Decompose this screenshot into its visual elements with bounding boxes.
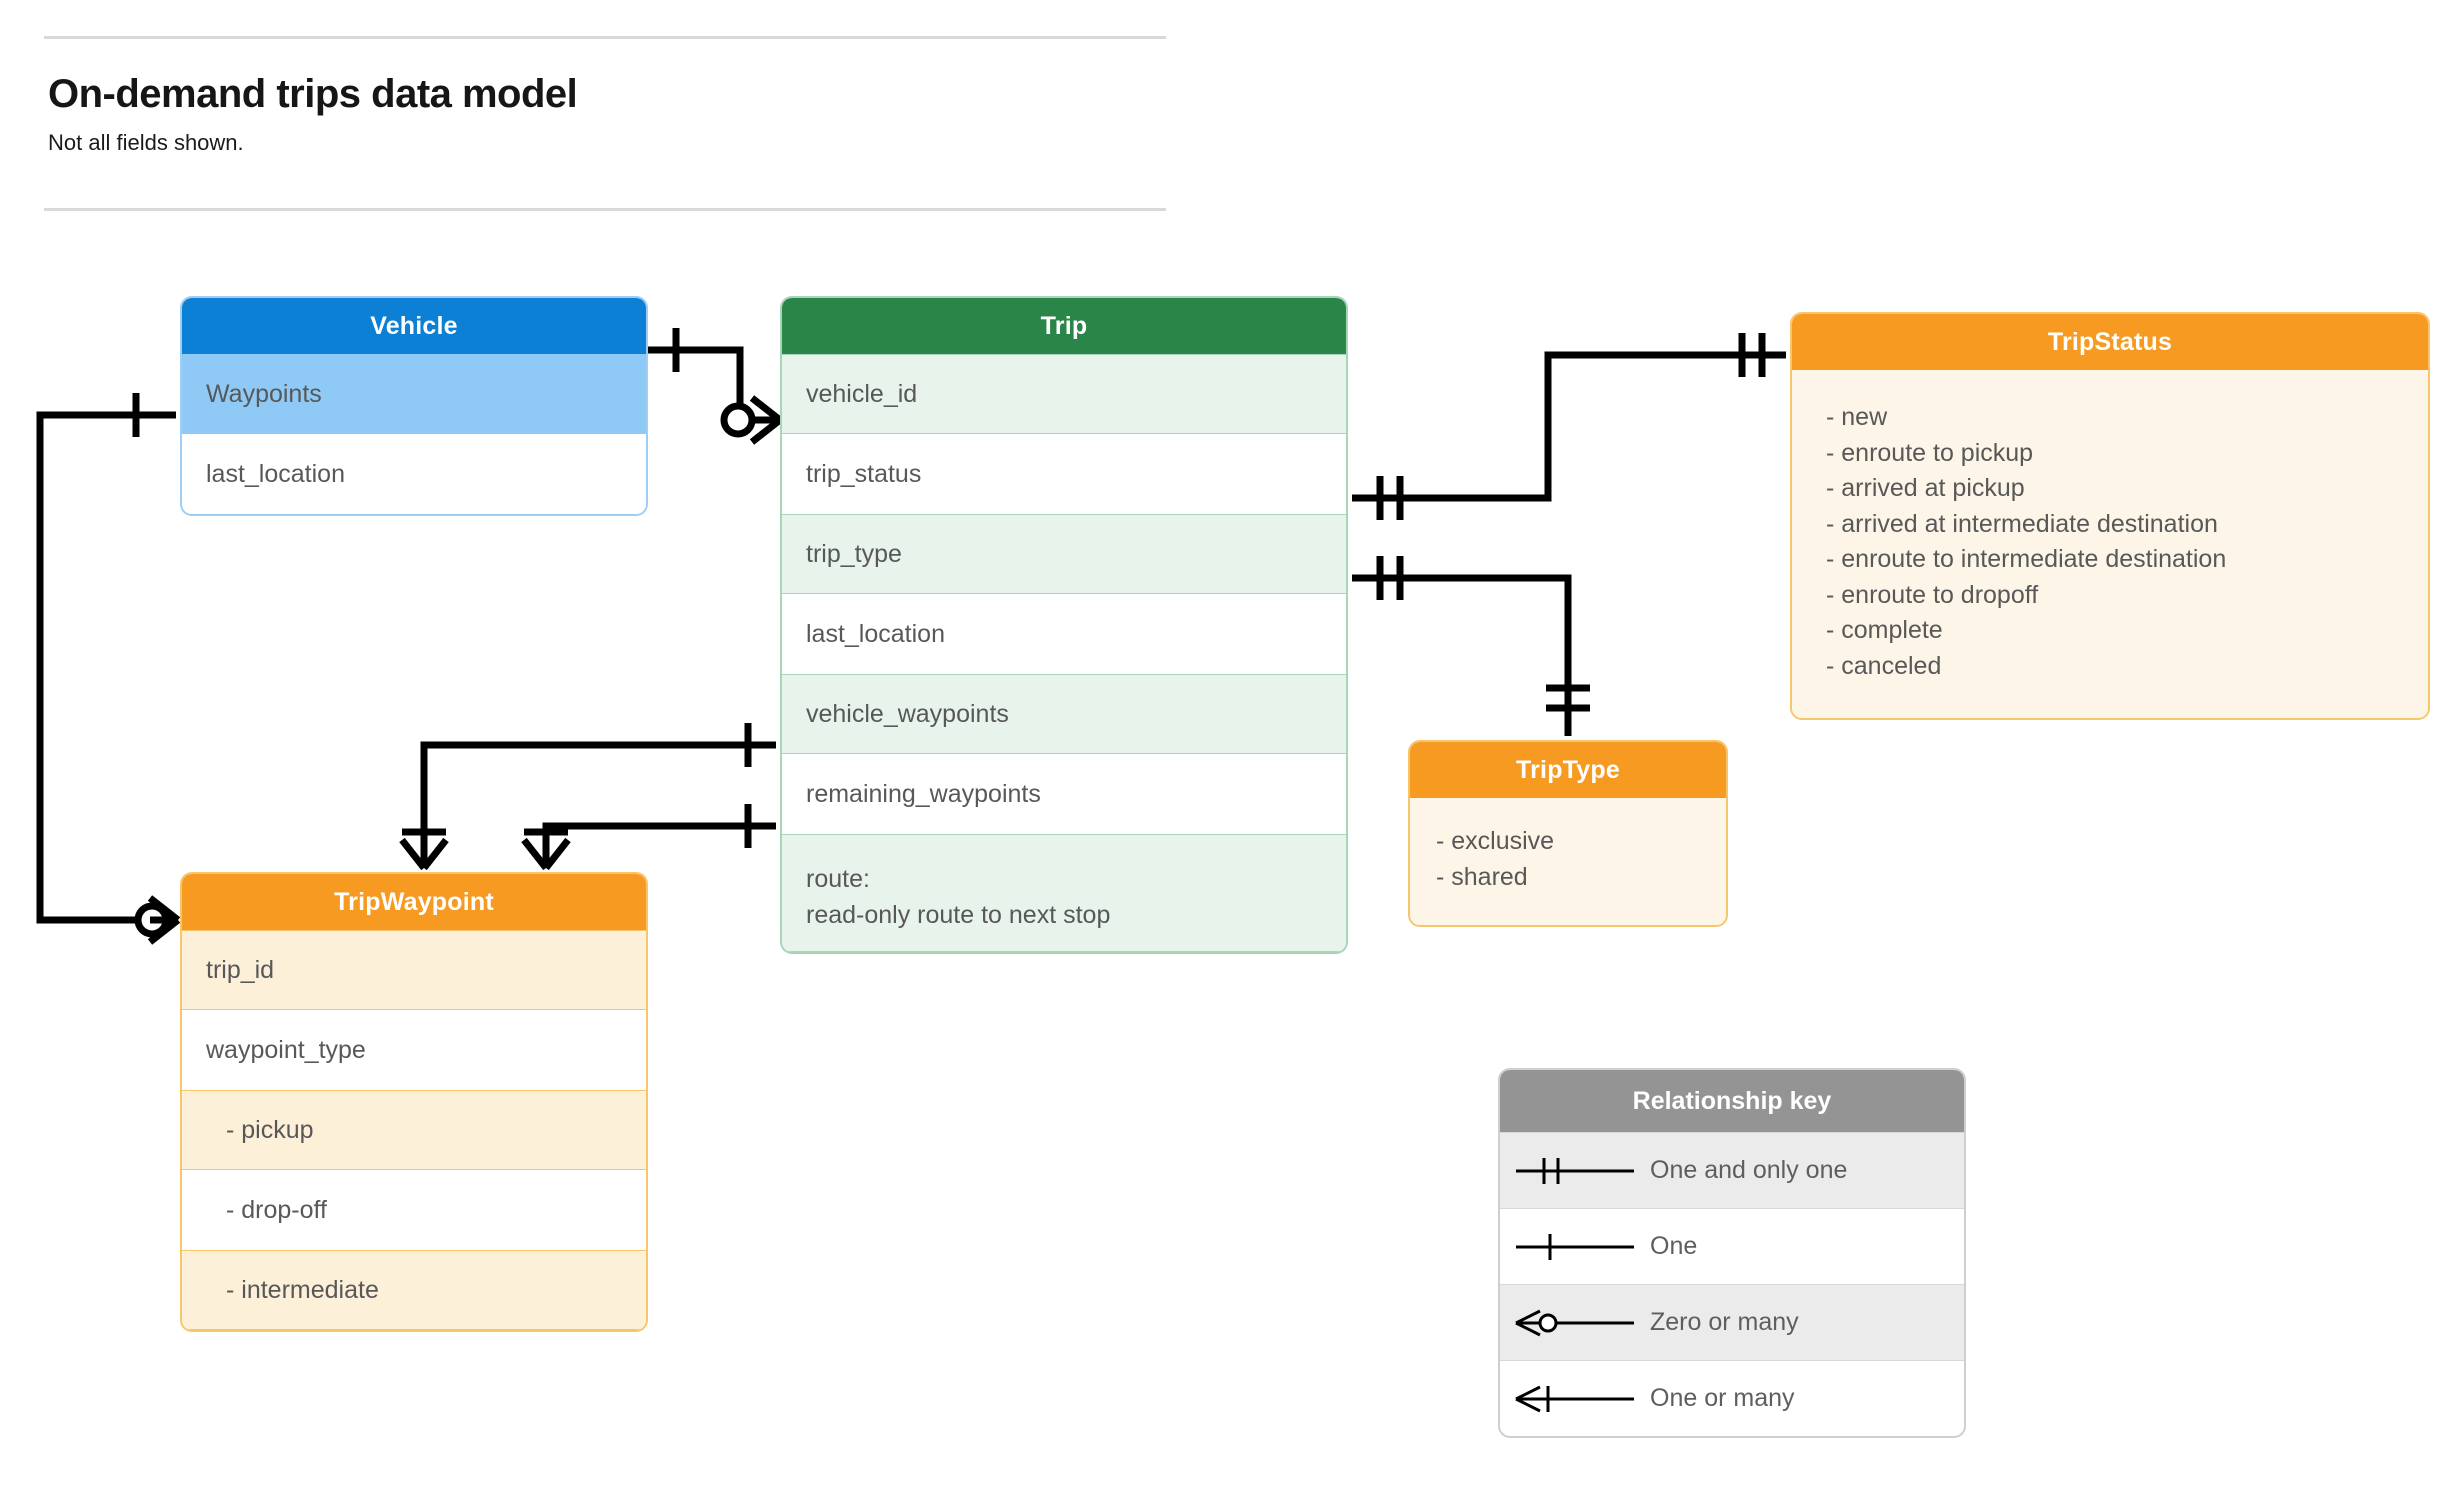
entity-trip-fields: vehicle_id trip_status trip_type last_lo…: [782, 354, 1346, 952]
entity-tripstatus[interactable]: TripStatus - new - enroute to pickup - a…: [1790, 312, 2430, 720]
enum-value: - arrived at pickup: [1826, 474, 2025, 502]
field-row-route[interactable]: route: read-only route to next stop: [782, 834, 1346, 952]
field-row[interactable]: last_location: [182, 434, 646, 514]
page-title: On-demand trips data model: [48, 72, 578, 116]
enum-value: - shared: [1436, 862, 1528, 891]
enum-value: - canceled: [1826, 651, 1942, 680]
field-row[interactable]: trip_type: [782, 514, 1346, 594]
field-row[interactable]: waypoint_type: [182, 1010, 646, 1090]
enum-value: - exclusive: [1436, 827, 1555, 855]
one-and-only-one-icon: [1500, 1151, 1650, 1191]
field-row[interactable]: remaining_waypoints: [782, 754, 1346, 834]
entity-trip-title: Trip: [782, 298, 1346, 354]
legend-label: One or many: [1650, 1384, 1795, 1412]
field-route-label: route:: [806, 865, 870, 893]
legend-label: One: [1650, 1232, 1698, 1260]
legend-label: One and only one: [1650, 1156, 1848, 1184]
field-row[interactable]: trip_id: [182, 930, 646, 1010]
entity-triptype-values: - exclusive - shared: [1410, 798, 1726, 925]
enum-value: - enroute to dropoff: [1826, 580, 2039, 609]
legend-row: One: [1500, 1208, 1964, 1284]
field-row[interactable]: last_location: [782, 594, 1346, 674]
field-row[interactable]: vehicle_waypoints: [782, 674, 1346, 754]
entity-triptype-title: TripType: [1410, 742, 1726, 798]
entity-vehicle[interactable]: Vehicle Waypoints last_location: [180, 296, 648, 516]
field-row[interactable]: trip_status: [782, 434, 1346, 514]
legend-label: Zero or many: [1650, 1308, 1799, 1336]
entity-tripwaypoint[interactable]: TripWaypoint trip_id waypoint_type - pic…: [180, 872, 648, 1332]
enum-value: - enroute to pickup: [1826, 438, 2034, 467]
entity-tripstatus-values: - new - enroute to pickup - arrived at p…: [1792, 370, 2428, 718]
enum-value: - enroute to intermediate destination: [1826, 545, 2227, 573]
relationship-key-panel: Relationship key One and only one: [1498, 1068, 1966, 1438]
legend-row: Zero or many: [1500, 1284, 1964, 1360]
field-row-enum[interactable]: - drop-off: [182, 1170, 646, 1250]
entity-triptype[interactable]: TripType - exclusive - shared: [1408, 740, 1728, 927]
enum-value: - complete: [1826, 616, 1943, 644]
one-icon: [1500, 1227, 1650, 1267]
field-route-description: read-only route to next stop: [806, 901, 1111, 930]
entity-vehicle-title: Vehicle: [182, 298, 646, 354]
one-or-many-icon: [1500, 1379, 1650, 1419]
entity-tripstatus-title: TripStatus: [1792, 314, 2428, 370]
legend-row: One and only one: [1500, 1132, 1964, 1208]
page-subtitle: Not all fields shown.: [48, 130, 244, 155]
header-divider-bottom: [44, 208, 1166, 211]
entity-trip[interactable]: Trip vehicle_id trip_status trip_type la…: [780, 296, 1348, 954]
entity-tripwaypoint-title: TripWaypoint: [182, 874, 646, 930]
field-row-enum[interactable]: - intermediate: [182, 1250, 646, 1330]
entity-tripwaypoint-fields: trip_id waypoint_type - pickup - drop-of…: [182, 930, 646, 1330]
field-row[interactable]: vehicle_id: [782, 354, 1346, 434]
entity-vehicle-fields: Waypoints last_location: [182, 354, 646, 514]
enum-value: - new: [1826, 403, 1888, 431]
legend-row: One or many: [1500, 1360, 1964, 1436]
header-divider-top: [44, 36, 1166, 39]
field-row[interactable]: Waypoints: [182, 354, 646, 434]
relationship-key-title: Relationship key: [1500, 1070, 1964, 1132]
zero-or-many-icon: [1500, 1303, 1650, 1343]
enum-value: - arrived at intermediate destination: [1826, 509, 2218, 538]
field-row-enum[interactable]: - pickup: [182, 1090, 646, 1170]
